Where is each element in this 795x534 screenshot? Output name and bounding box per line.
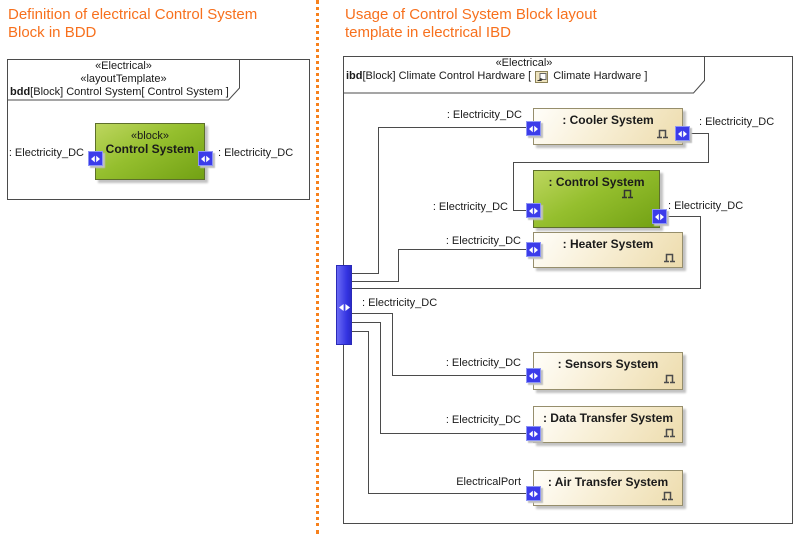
bdd-title: Definition of electrical Control System … — [8, 6, 258, 41]
bidirectional-arrows-icon — [338, 299, 351, 317]
block-name: Control System — [105, 142, 195, 156]
part-name: : Cooler System — [562, 113, 654, 127]
connector-bus-sensors[interactable] — [352, 313, 392, 314]
ibd-header-line: ibd [Block] Climate Control Hardware [ C… — [343, 70, 705, 83]
air-left-port[interactable] — [526, 486, 541, 501]
ibd-title: Usage of Control System Block layout tem… — [345, 6, 597, 41]
cooler-left-port[interactable] — [526, 121, 541, 136]
bidirectional-arrows-icon — [529, 490, 538, 497]
cooler-right-port[interactable] — [675, 126, 690, 141]
part-name: : Heater System — [562, 237, 654, 251]
control-right-port[interactable] — [652, 209, 667, 224]
sensors-left-port[interactable] — [526, 368, 541, 383]
diagram-icon — [535, 71, 549, 83]
connector-bus-heater[interactable] — [398, 249, 526, 250]
ibd-header-mid: [Block] Climate Control Hardware [ — [362, 70, 532, 82]
connector-bus-data[interactable] — [380, 322, 381, 433]
ibd-stereotype: «Electrical» — [495, 57, 553, 69]
control-left-port[interactable] — [526, 203, 541, 218]
bidirectional-arrows-icon — [655, 213, 664, 220]
bdd-header-rest: [Block] Control System[ Control System ] — [30, 86, 229, 98]
connector-bus-data[interactable] — [352, 322, 380, 323]
part-sensors-system[interactable]: : Sensors System — [533, 352, 683, 390]
bidirectional-arrows-icon — [91, 155, 100, 162]
connector-bus-heater[interactable] — [398, 249, 399, 282]
structure-icon — [664, 253, 675, 263]
connector-bus-control[interactable] — [700, 216, 701, 289]
cooler-left-port-label[interactable]: : Electricity_DC — [446, 109, 522, 121]
bidirectional-arrows-icon — [201, 155, 210, 162]
connector-cooler-control[interactable] — [513, 210, 526, 211]
air-port-label[interactable]: ElectricalPort — [456, 476, 521, 488]
connector-bus-cooler[interactable] — [352, 273, 378, 274]
connector-bus-air[interactable] — [368, 331, 369, 493]
connector-cooler-control[interactable] — [708, 133, 709, 163]
bus-boundary-port[interactable] — [336, 265, 352, 345]
bidirectional-arrows-icon — [529, 372, 538, 379]
bdd-header-line: bdd [Block] Control System[ Control Syst… — [7, 86, 240, 99]
part-data-transfer-system[interactable]: : Data Transfer System — [533, 406, 683, 443]
ibd-frame-header: «Electrical» ibd [Block] Climate Control… — [343, 57, 705, 83]
connector-cooler-control[interactable] — [513, 162, 514, 211]
bidirectional-arrows-icon — [529, 125, 538, 132]
connector-cooler-control[interactable] — [513, 162, 709, 163]
connector-bus-control[interactable] — [667, 216, 700, 217]
control-left-port-label[interactable]: : Electricity_DC — [432, 201, 508, 213]
structure-icon — [622, 189, 633, 199]
data-left-port[interactable] — [526, 426, 541, 441]
part-name: : Air Transfer System — [547, 475, 669, 489]
part-air-transfer-system[interactable]: : Air Transfer System — [533, 470, 683, 506]
bus-port-label[interactable]: : Electricity_DC — [362, 297, 438, 309]
structure-icon — [662, 491, 673, 501]
connector-bus-sensors[interactable] — [392, 313, 393, 375]
bidirectional-arrows-icon — [529, 430, 538, 437]
heater-port-label[interactable]: : Electricity_DC — [445, 235, 521, 247]
bdd-right-flow-port[interactable] — [198, 151, 213, 166]
connector-cooler-control[interactable] — [690, 133, 708, 134]
part-cooler-system[interactable]: : Cooler System — [533, 108, 683, 145]
separator-dotted-line — [316, 0, 319, 534]
block-stereotype: «block» — [131, 130, 169, 142]
connector-bus-air[interactable] — [352, 331, 368, 332]
connector-bus-sensors[interactable] — [392, 375, 526, 376]
bidirectional-arrows-icon — [678, 130, 687, 137]
structure-icon — [664, 428, 675, 438]
structure-icon — [657, 129, 668, 139]
part-heater-system[interactable]: : Heater System — [533, 232, 683, 268]
bdd-frame-tab — [7, 59, 240, 101]
control-right-port-label[interactable]: : Electricity_DC — [668, 200, 744, 212]
bdd-left-flow-port[interactable] — [88, 151, 103, 166]
block-control-system-bdd[interactable]: «block» Control System — [95, 123, 205, 180]
structure-icon — [664, 374, 675, 384]
ibd-frame-tab — [343, 56, 705, 94]
connector-bus-data[interactable] — [380, 433, 526, 434]
sensors-port-label[interactable]: : Electricity_DC — [445, 357, 521, 369]
connector-bus-heater[interactable] — [352, 281, 398, 282]
bdd-stereotype-1: «Electrical» — [95, 60, 152, 72]
connector-bus-cooler[interactable] — [378, 127, 379, 274]
connector-bus-control[interactable] — [352, 288, 700, 289]
connector-bus-cooler[interactable] — [378, 127, 526, 128]
bdd-left-port-label[interactable]: : Electricity_DC — [8, 147, 84, 159]
ibd-kind: ibd — [346, 70, 363, 82]
ibd-header-end: Climate Hardware ] — [553, 70, 648, 82]
part-name: : Sensors System — [557, 357, 659, 371]
bdd-stereotype-2: «layoutTemplate» — [80, 73, 167, 85]
bdd-kind: bdd — [10, 86, 31, 98]
part-control-system[interactable]: : Control System — [533, 170, 660, 228]
bdd-right-port-label[interactable]: : Electricity_DC — [218, 147, 294, 159]
heater-left-port[interactable] — [526, 242, 541, 257]
data-port-label[interactable]: : Electricity_DC — [445, 414, 521, 426]
cooler-right-port-label[interactable]: : Electricity_DC — [699, 116, 775, 128]
bdd-frame-header: «Electrical» «layoutTemplate» bdd [Block… — [7, 60, 240, 99]
part-name: : Data Transfer System — [542, 411, 674, 425]
part-name: : Control System — [548, 175, 645, 189]
bidirectional-arrows-icon — [529, 207, 538, 214]
bidirectional-arrows-icon — [529, 246, 538, 253]
connector-bus-air[interactable] — [368, 493, 526, 494]
